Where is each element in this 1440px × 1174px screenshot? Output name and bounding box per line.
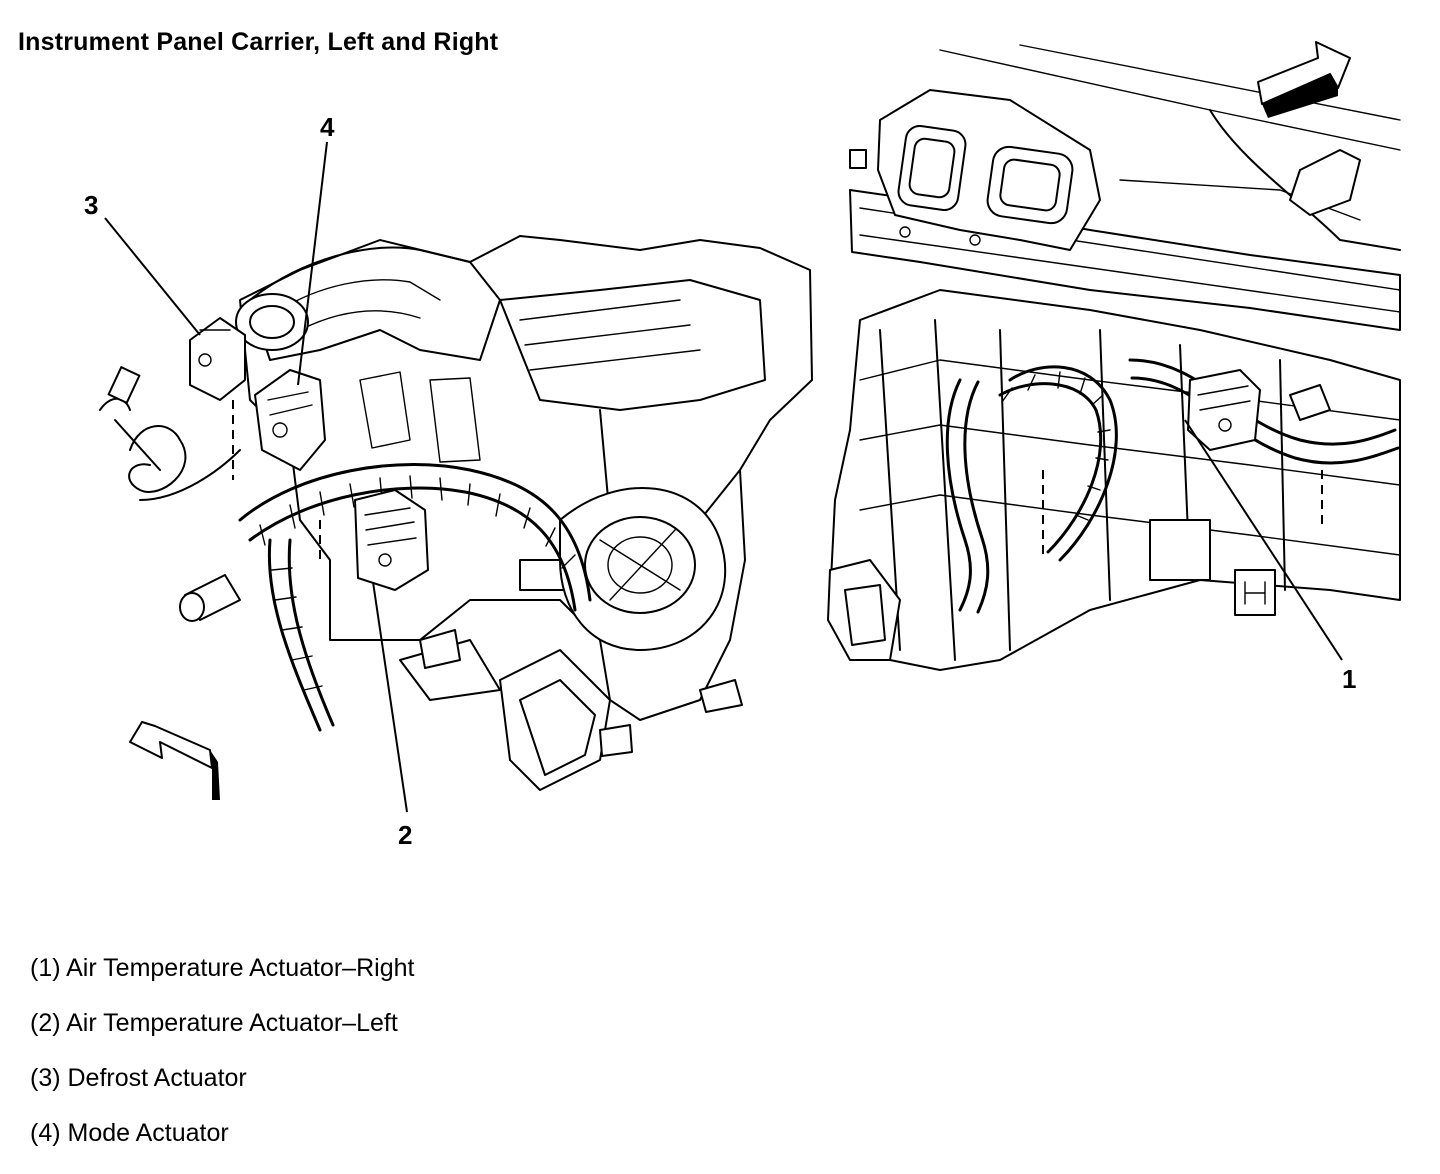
legend-item: (2) Air Temperature Actuator–Left: [30, 1009, 398, 1037]
legend-item: (1) Air Temperature Actuator–Right: [30, 954, 415, 982]
callout-1: 1: [1184, 419, 1356, 694]
right-carrier-assembly: [827, 44, 1401, 671]
parts-legend: (1) Air Temperature Actuator–Right (2) A…: [30, 954, 414, 1174]
diagram-title: Instrument Panel Carrier, Left and Right: [18, 28, 499, 56]
svg-text:1: 1: [1342, 664, 1356, 694]
callout-2: 2: [372, 581, 412, 850]
legend-item: (3) Defrost Actuator: [30, 1064, 247, 1092]
hvac-assembly-diagram: 1 2 3 4: [84, 41, 1401, 850]
svg-text:4: 4: [320, 112, 335, 142]
legend-item: (4) Mode Actuator: [30, 1119, 229, 1147]
svg-text:2: 2: [398, 820, 412, 850]
callout-3: 3: [84, 190, 201, 336]
callout-4: 4: [297, 112, 335, 386]
direction-arrow-icon: [129, 721, 220, 800]
direction-arrow-icon: [1257, 41, 1351, 118]
svg-text:3: 3: [84, 190, 98, 220]
left-hvac-module: [99, 235, 813, 791]
